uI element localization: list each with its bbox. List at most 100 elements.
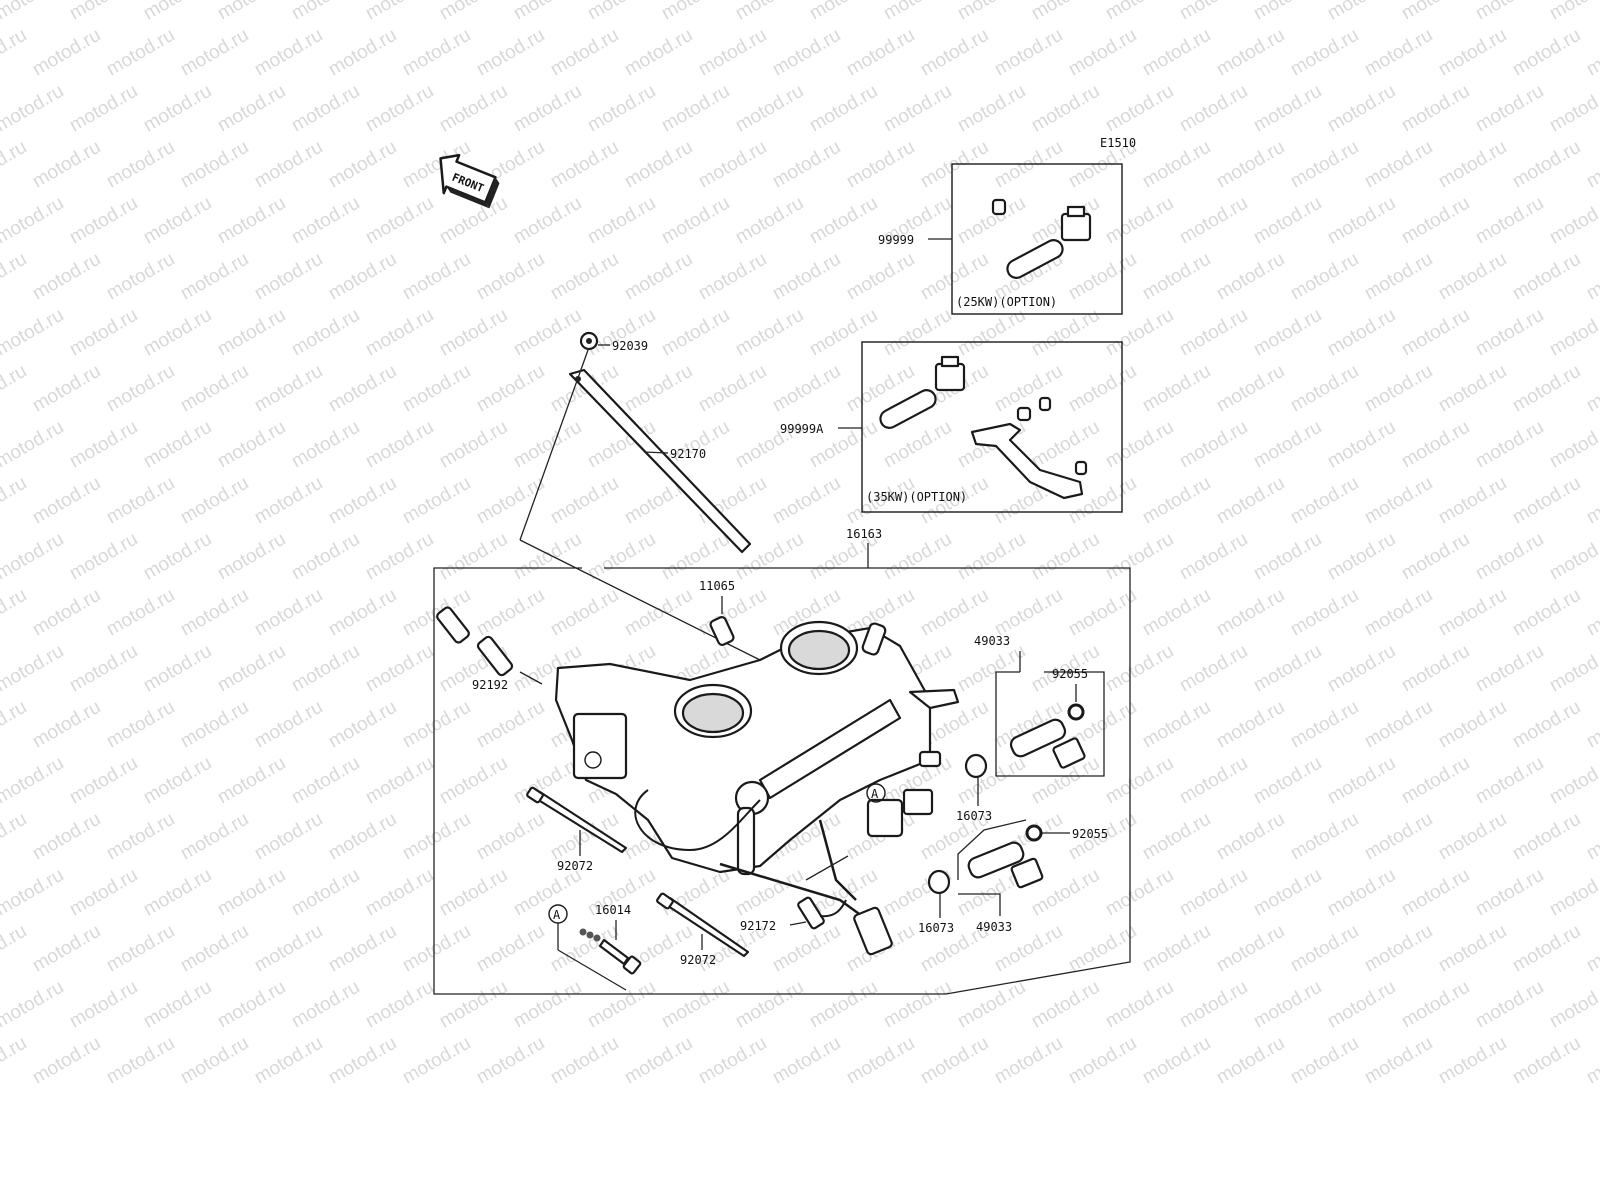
watermark-text: motod.ru	[436, 0, 511, 24]
watermark-text: motod.ru	[1361, 25, 1436, 81]
watermark-text: motod.ru	[1324, 417, 1399, 473]
watermark-text: motod.ru	[843, 1033, 918, 1089]
watermark-text: motod.ru	[1176, 81, 1251, 137]
watermark-text: motod.ru	[399, 809, 474, 865]
diagram-code: E1510	[1100, 136, 1136, 150]
watermark-text: motod.ru	[473, 921, 548, 977]
watermark-text: motod.ru	[0, 1033, 30, 1089]
watermark-text: motod.ru	[1028, 977, 1103, 1033]
watermark-text: motod.ru	[103, 473, 178, 529]
watermark-text: motod.ru	[880, 529, 955, 585]
watermark-text: motod.ru	[1176, 0, 1251, 24]
watermark-text: motod.ru	[1435, 809, 1510, 865]
injector-bracket-bottom	[957, 819, 1027, 880]
watermark-text: motod.ru	[1176, 305, 1251, 361]
watermark-text: motod.ru	[1102, 753, 1177, 809]
watermark-text: motod.ru	[288, 753, 363, 809]
watermark-text: motod.ru	[621, 25, 696, 81]
watermark-text: motod.ru	[177, 249, 252, 305]
watermark-text: motod.ru	[473, 585, 548, 641]
watermark-text: motod.ru	[806, 193, 881, 249]
watermark-text: motod.ru	[1509, 697, 1584, 753]
watermark-text: motod.ru	[1250, 417, 1325, 473]
assembly-frame-16163	[433, 567, 1131, 995]
watermark-text: motod.ru	[288, 641, 363, 697]
watermark-text: motod.ru	[1472, 865, 1547, 921]
watermark-text: motod.ru	[880, 305, 955, 361]
watermark-text: motod.ru	[1324, 529, 1399, 585]
watermark-text: motod.ru	[1287, 1033, 1362, 1089]
label-92192: 92192	[472, 678, 508, 692]
watermark-text: motod.ru	[325, 473, 400, 529]
watermark-text: motod.ru	[769, 249, 844, 305]
watermark-text: motod.ru	[1398, 641, 1473, 697]
watermark-text: motod.ru	[1028, 0, 1103, 24]
watermark-text: motod.ru	[1287, 585, 1362, 641]
watermark-text: motod.ru	[1250, 753, 1325, 809]
callout-a: A	[871, 787, 879, 801]
watermark-text: motod.ru	[621, 361, 696, 417]
watermark-text: motod.ru	[954, 641, 1029, 697]
watermark-text: motod.ru	[1398, 417, 1473, 473]
watermark-text: motod.ru	[917, 1033, 992, 1089]
watermark-text: motod.ru	[1213, 137, 1288, 193]
watermark-text: motod.ru	[0, 641, 67, 697]
watermark-text: motod.ru	[214, 641, 289, 697]
watermark-text: motod.ru	[769, 1033, 844, 1089]
watermark-text: motod.ru	[843, 25, 918, 81]
watermark-text: motod.ru	[1398, 305, 1473, 361]
watermark-text: motod.ru	[140, 193, 215, 249]
option-label-35kw: (35KW)(OPTION)	[866, 490, 967, 504]
watermark-text: motod.ru	[399, 1033, 474, 1089]
watermark-text: motod.ru	[1065, 249, 1140, 305]
watermark-text: motod.ru	[140, 0, 215, 24]
watermark-text: motod.ru	[325, 585, 400, 641]
restrictor-plate-25kw	[991, 198, 1092, 279]
watermark-text: motod.ru	[1139, 249, 1214, 305]
watermark-text: motod.ru	[1139, 137, 1214, 193]
watermark-text: motod.ru	[1028, 417, 1103, 473]
watermark-text: motod.ru	[0, 249, 30, 305]
watermark-text: motod.ru	[214, 529, 289, 585]
watermark-text: motod.ru	[621, 585, 696, 641]
watermark-text: motod.ru	[1435, 361, 1510, 417]
watermark-text: motod.ru	[1065, 1033, 1140, 1089]
watermark-text: motod.ru	[1583, 361, 1600, 417]
watermark-text: motod.ru	[732, 305, 807, 361]
watermark-text: motod.ru	[806, 81, 881, 137]
watermark-text: motod.ru	[140, 641, 215, 697]
watermark-text: motod.ru	[1213, 473, 1288, 529]
label-92170: 92170	[670, 447, 706, 461]
watermark-text: motod.ru	[1287, 473, 1362, 529]
watermark-text: motod.ru	[1546, 305, 1600, 361]
watermark-text: motod.ru	[325, 1033, 400, 1089]
label-99999a: 99999A	[780, 422, 824, 436]
watermark-text: motod.ru	[806, 305, 881, 361]
watermark-text: motod.ru	[954, 977, 1029, 1033]
watermark-text: motod.ru	[1509, 473, 1584, 529]
watermark-text: motod.ru	[399, 473, 474, 529]
leader-92039-stud	[519, 349, 589, 541]
watermark-text: motod.ru	[436, 753, 511, 809]
watermark-text: motod.ru	[214, 81, 289, 137]
label-99999: 99999	[878, 233, 914, 247]
leader-49033-bottom-frame	[958, 893, 1001, 916]
watermark-text: motod.ru	[0, 585, 30, 641]
watermark-text: motod.ru	[510, 865, 585, 921]
watermark-text: motod.ru	[288, 529, 363, 585]
watermark-text: motod.ru	[1472, 641, 1547, 697]
watermark-text: motod.ru	[1472, 81, 1547, 137]
watermark-text: motod.ru	[473, 809, 548, 865]
watermark-text: motod.ru	[1250, 529, 1325, 585]
watermark-text: motod.ru	[1435, 137, 1510, 193]
watermark-text: motod.ru	[29, 585, 104, 641]
watermark-text: motod.ru	[1398, 977, 1473, 1033]
watermark-text: motod.ru	[0, 921, 30, 977]
watermark-text: motod.ru	[695, 585, 770, 641]
watermark-text: motod.ru	[1398, 865, 1473, 921]
watermark-text: motod.ru	[1583, 697, 1600, 753]
watermark-text: motod.ru	[325, 249, 400, 305]
watermark-text: motod.ru	[1287, 921, 1362, 977]
watermark-text: motod.ru	[473, 697, 548, 753]
watermark-text: motod.ru	[0, 977, 67, 1033]
